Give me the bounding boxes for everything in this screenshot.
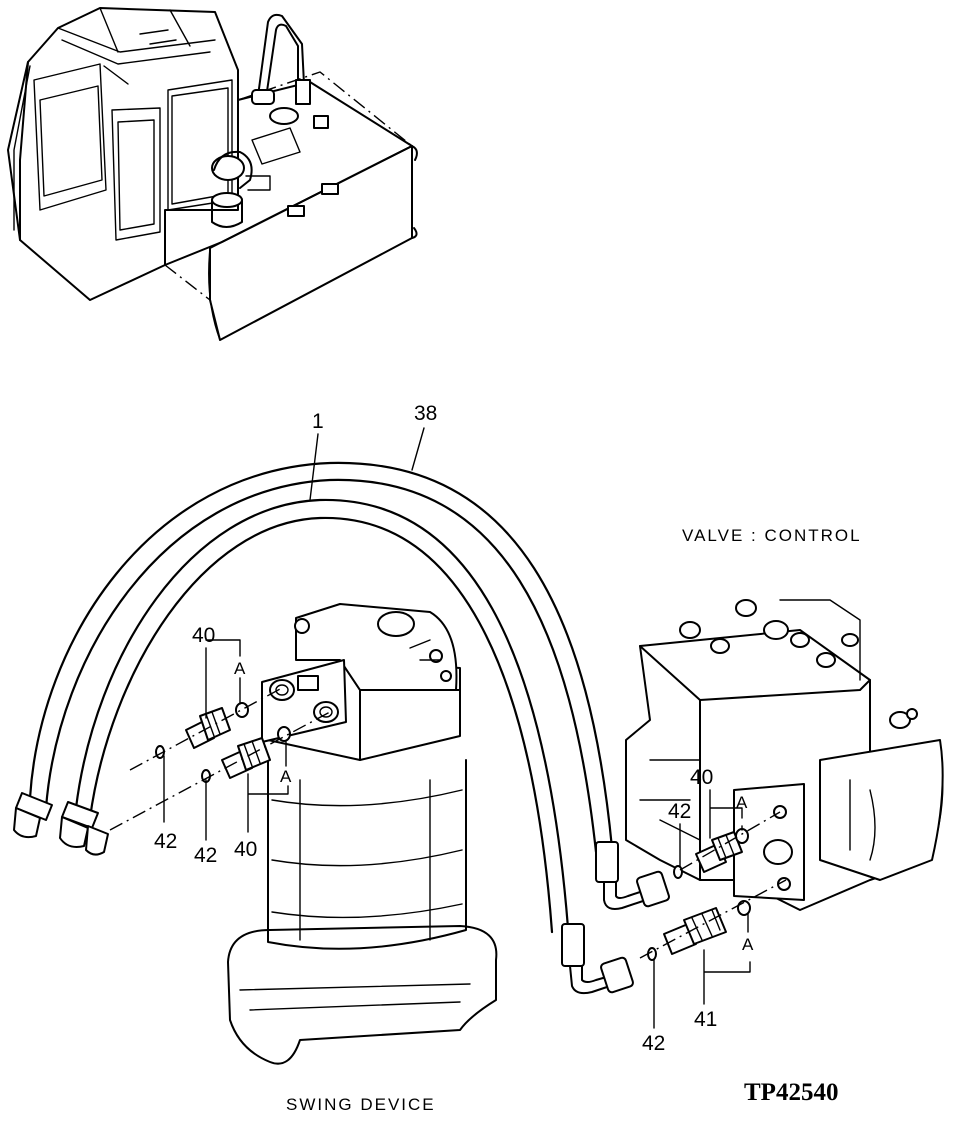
swing-device — [227, 603, 498, 1065]
hose-end-fitting-left-1 — [13, 792, 53, 839]
callout-labels: 38 1 40 A 42 42 40 A 42 40 A A 42 41 — [154, 402, 754, 1055]
hose-1 — [74, 498, 570, 930]
o-ring-valve-port-upper — [735, 828, 749, 844]
callout-40-valve: 40 — [690, 766, 713, 789]
callout-40-swing-bottom: 40 — [234, 838, 257, 861]
o-ring-42-valve-lower — [647, 947, 657, 961]
fitting-40-swing-upper — [185, 707, 231, 749]
excavator-overview — [7, 7, 418, 341]
callout-38: 38 — [414, 402, 437, 425]
hose-end-fitting-valve-upper — [595, 841, 670, 910]
callout-42-valve-upper: 42 — [668, 800, 691, 823]
hose-end-fitting-left-2 — [59, 801, 109, 856]
callout-42-swing-mid: 42 — [194, 844, 217, 867]
callout-a-valve-bottom: A — [742, 935, 754, 954]
leader-lines — [109, 427, 787, 1029]
o-ring-swing-port-upper — [235, 702, 249, 718]
callout-1: 1 — [312, 410, 324, 433]
hose-assembly — [13, 461, 670, 995]
hose-end-fitting-valve-lower — [561, 923, 634, 995]
control-valve — [625, 599, 944, 911]
callout-40-swing-top: 40 — [192, 624, 215, 647]
valve-control-label: VALVE : CONTROL — [682, 526, 862, 545]
hose-38 — [28, 461, 614, 850]
o-ring-42-valve-upper — [673, 865, 683, 879]
swing-device-label: SWING DEVICE — [286, 1095, 436, 1114]
swing-port-upper — [269, 679, 295, 701]
callout-a-valve-top: A — [736, 793, 748, 812]
callout-a-swing-top: A — [234, 659, 246, 678]
callout-42-valve-lower: 42 — [642, 1032, 665, 1055]
callout-41-valve: 41 — [694, 1008, 717, 1031]
callout-a-swing-bottom: A — [280, 767, 292, 786]
callout-42-swing-left: 42 — [154, 830, 177, 853]
fitting-41-valve — [663, 907, 727, 955]
fitting-40-swing-lower — [221, 737, 271, 779]
drawing-code: TP42540 — [744, 1079, 838, 1106]
